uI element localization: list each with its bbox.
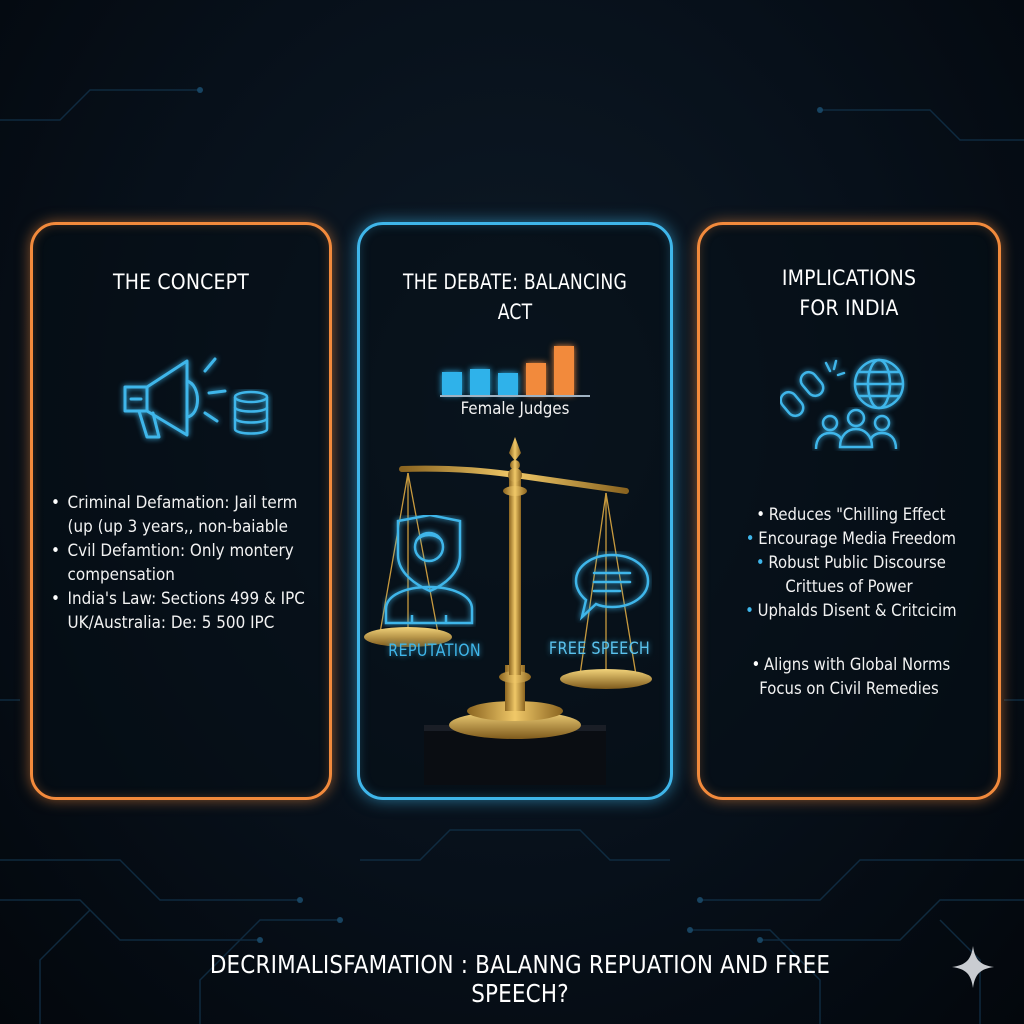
- bar-chart-axis: [440, 395, 590, 397]
- list-item: •Cvil Defamtion: Only montery: [51, 541, 294, 560]
- chart-bar: [442, 372, 462, 395]
- list-item: •Aligns with Global Norms: [751, 655, 951, 674]
- implications-panel: IMPLICATIONS FOR INDIA •Reduces "Chillin…: [697, 222, 1001, 800]
- list-item: •Uphalds Disent & Critcicim: [745, 601, 957, 620]
- implications-title: IMPLICATIONS FOR INDIA: [715, 263, 983, 323]
- chart-bar: [554, 346, 574, 395]
- list-item: UK/Australia: De: 5 500 IPC: [67, 613, 275, 632]
- debate-panel: THE DEBATE: BALANCING ACT Female Judges: [357, 222, 673, 800]
- chart-bar: [470, 369, 490, 395]
- list-item: •Encourage Media Freedom: [745, 529, 956, 548]
- concept-title: THE CONCEPT: [113, 270, 249, 294]
- person-shield-icon: [384, 515, 474, 625]
- implications-title-line2: FOR INDIA: [799, 296, 899, 320]
- bar-chart-graphic: [442, 343, 582, 395]
- balance-scale-icon: [364, 437, 652, 785]
- list-item: Focus on Civil Remedies: [759, 679, 939, 698]
- megaphone-icon: [123, 357, 227, 439]
- chart-bar: [526, 363, 546, 395]
- implications-bullet-list: •Reduces "Chilling Effect •Encourage Med…: [700, 503, 998, 701]
- concept-bullet-list: •Criminal Defamation: Jail term (up (up …: [51, 491, 341, 635]
- debate-title: THE DEBATE: BALANCING ACT: [403, 270, 627, 324]
- footer-title: DECRIMALISFAMATION : BALANNG REPUATION A…: [209, 950, 831, 1008]
- coin-stack-icon: [233, 390, 269, 435]
- chart-bar: [498, 373, 518, 395]
- chart-caption: Female Judges: [460, 399, 570, 419]
- free-speech-label: FREE SPEECH: [548, 639, 651, 659]
- list-item: •Criminal Defamation: Jail term: [51, 493, 298, 512]
- reputation-label: REPUTATION: [388, 641, 481, 661]
- list-item: (up (up 3 years,, non-baiable: [67, 517, 288, 536]
- speech-bubble-icon: [574, 553, 650, 621]
- list-item: •Reduces "Chilling Effect: [756, 505, 946, 524]
- list-item: compensation: [67, 565, 175, 584]
- sparkle-icon: [952, 946, 994, 988]
- list-item: Crittues of Power: [785, 577, 913, 596]
- implications-title-line1: IMPLICATIONS: [781, 266, 917, 290]
- people-group-icon: [814, 408, 898, 450]
- concept-panel: THE CONCEPT •Criminal Defamation: Jail t…: [30, 222, 332, 800]
- broken-chain-icon: [780, 359, 846, 418]
- list-item: •India's Law: Sections 499 & IPC: [51, 589, 305, 608]
- globe-icon: [853, 358, 905, 410]
- list-item: •Robust Public Discourse: [755, 553, 946, 572]
